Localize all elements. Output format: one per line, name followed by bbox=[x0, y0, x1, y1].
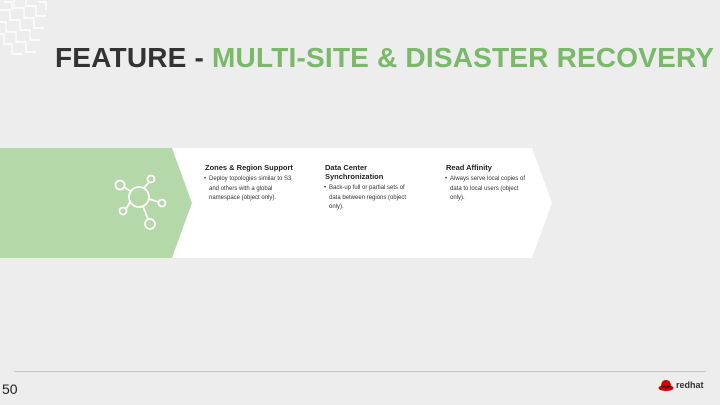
feature-bullet: Back-up full or partial sets of data bet… bbox=[324, 184, 413, 213]
feature-card-zones: Zones & Region Support Deploy topologies… bbox=[204, 163, 293, 204]
redhat-fedora-icon bbox=[658, 380, 674, 391]
feature-card-sync: Data Center Synchronization Back-up full… bbox=[324, 163, 413, 213]
feature-bullet: Always serve local copies of data to loc… bbox=[445, 175, 534, 204]
slide-number: 50 bbox=[2, 381, 18, 397]
feature-bullet: Deploy topologies similar to S3 and othe… bbox=[204, 175, 293, 204]
title-highlight: MULTI-SITE & DISASTER RECOVERY bbox=[212, 42, 715, 73]
feature-title: Zones & Region Support bbox=[205, 163, 293, 172]
title-prefix: FEATURE - bbox=[55, 42, 213, 73]
feature-bullets: Always serve local copies of data to loc… bbox=[445, 175, 534, 204]
corner-pattern bbox=[0, 0, 47, 55]
feature-bullets: Back-up full or partial sets of data bet… bbox=[324, 184, 413, 213]
network-hub-icon bbox=[114, 174, 167, 230]
feature-bullets: Deploy topologies similar to S3 and othe… bbox=[204, 175, 293, 204]
footer-divider bbox=[14, 371, 706, 372]
feature-card-read-affinity: Read Affinity Always serve local copies … bbox=[445, 163, 534, 204]
logo-text: redhat bbox=[676, 380, 704, 390]
redhat-logo: redhat bbox=[658, 378, 704, 392]
feature-green-panel bbox=[0, 148, 192, 258]
feature-title: Read Affinity bbox=[446, 163, 492, 172]
feature-title: Data Center Synchronization bbox=[325, 163, 384, 181]
page-title: FEATURE - MULTI-SITE & DISASTER RECOVERY bbox=[55, 42, 714, 74]
